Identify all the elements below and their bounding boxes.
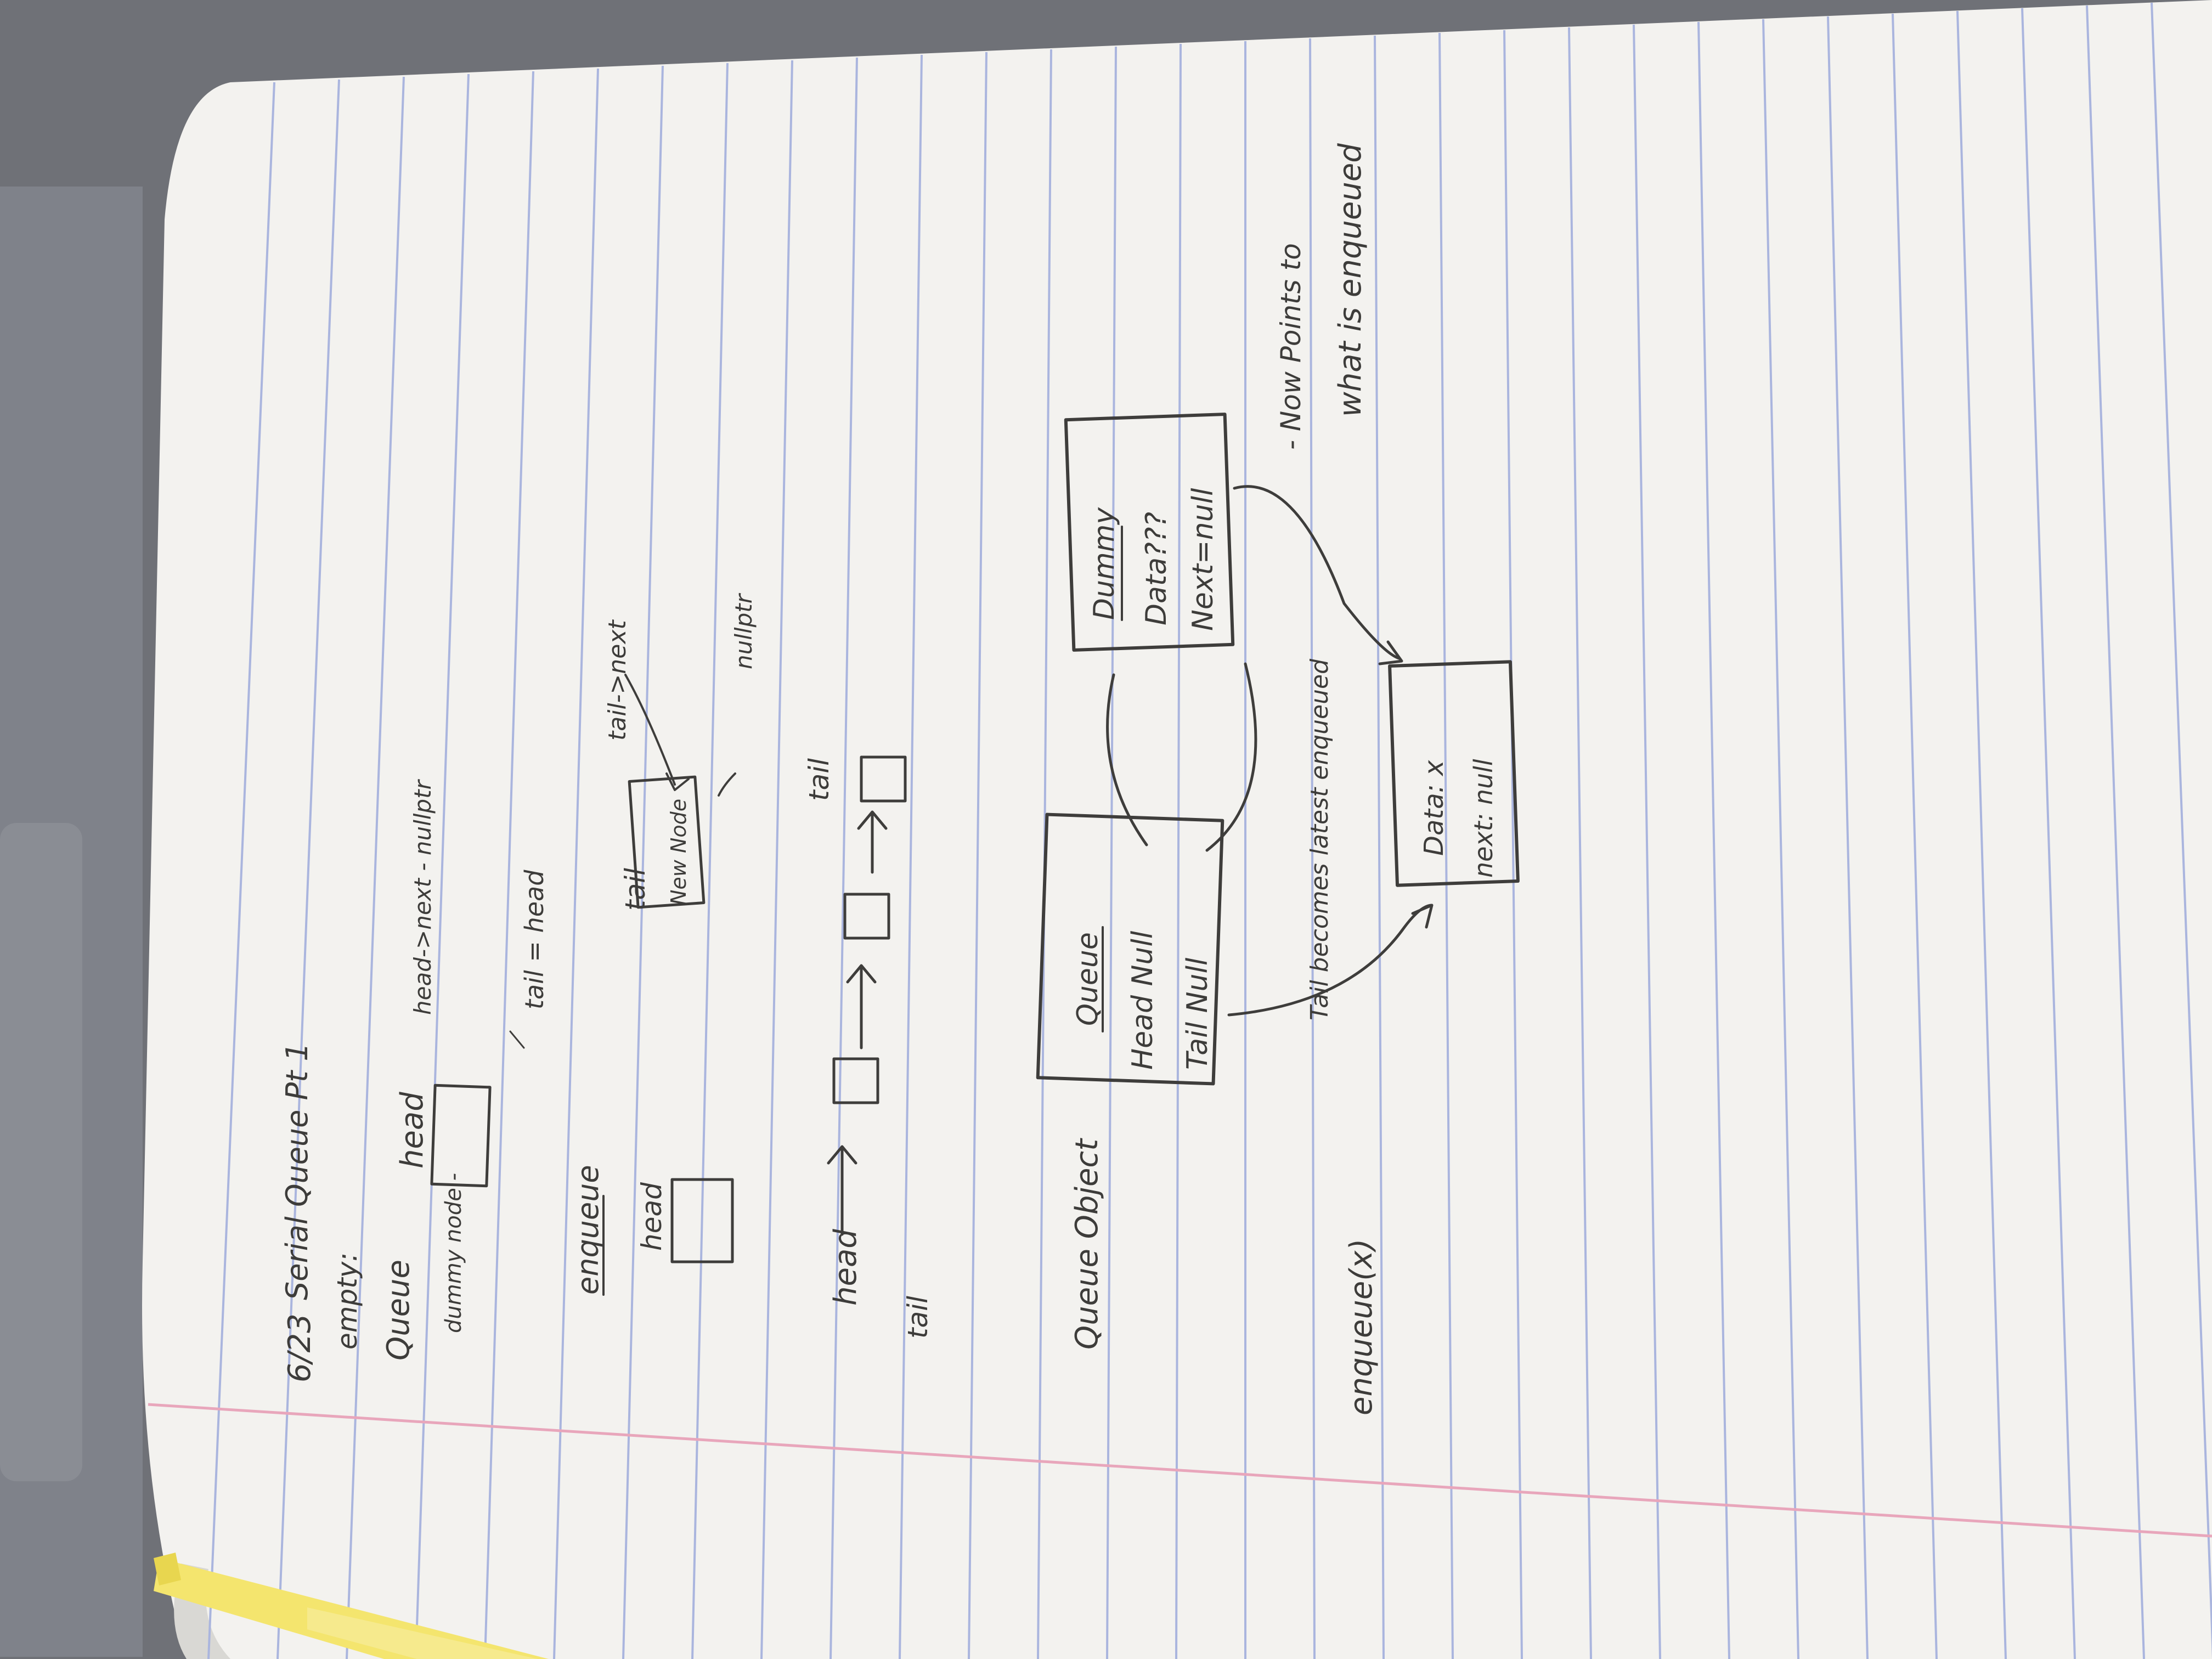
- rule-line: [1438, 32, 1454, 1659]
- rule-line: [622, 65, 664, 1659]
- rule-line: [207, 82, 275, 1659]
- yellow-pen: [154, 1553, 549, 1659]
- queue-box: [1036, 812, 1224, 1086]
- dummy-box-next: Next=null: [1187, 488, 1220, 631]
- rule-line: [484, 71, 534, 1659]
- rule-line: [1697, 21, 1730, 1659]
- enqueue-node-data: Data: x: [1419, 760, 1449, 856]
- rule-line: [553, 68, 599, 1659]
- dummy-box: [1064, 413, 1235, 652]
- queue-tail-to-dummy: [1205, 662, 1257, 852]
- chain-node-1: [832, 1057, 879, 1104]
- head-label: head: [394, 1092, 430, 1169]
- rule-line: [2021, 8, 2076, 1659]
- rule-line: [1633, 24, 1661, 1659]
- head-next-label: head->next - nullptr: [409, 778, 436, 1015]
- dummy-box-data: Data???: [1140, 512, 1173, 625]
- queue-head-to-dummy: [1106, 673, 1148, 847]
- chain-node-3: [860, 755, 907, 803]
- rule-line: [346, 76, 405, 1659]
- new-node-label: New Node: [667, 799, 691, 905]
- queue-box-title: Queue: [1071, 932, 1104, 1026]
- nullptr-label: nullptr: [730, 592, 757, 669]
- tail-next-label: tail->next: [603, 619, 631, 741]
- chain-arrow-2: [846, 964, 877, 1049]
- rule-line: [760, 60, 793, 1659]
- rule-line: [1175, 43, 1182, 1659]
- enqueue-label: enqueue: [571, 1165, 605, 1295]
- chain-arrow-1: [827, 1145, 857, 1236]
- tail-eq-head: tail = head: [520, 870, 549, 1009]
- dummy-node-box: [430, 1084, 492, 1188]
- empty-label: empty:: [331, 1252, 363, 1350]
- rule-line: [1762, 19, 1799, 1659]
- queue-box-head: Head Null: [1126, 930, 1159, 1070]
- dummy-box-title: Dummy: [1088, 507, 1121, 620]
- rule-line: [1892, 13, 1938, 1659]
- enqueue-x-label: enqueue(x): [1344, 1239, 1379, 1415]
- rule-line: [1309, 38, 1316, 1659]
- queue-label: Queue: [381, 1260, 416, 1361]
- tail-becomes-note: Tail becomes latest enqueued: [1306, 658, 1334, 1020]
- rule-line: [276, 79, 340, 1659]
- margin-line: [148, 1403, 2212, 1538]
- what-enqueued-note: what is enqueued: [1333, 143, 1368, 417]
- dummy-node-label: dummy node -: [441, 1173, 466, 1333]
- rule-line: [691, 63, 729, 1659]
- rule-line: [1956, 10, 2007, 1659]
- enqueue-head-label: head: [636, 1182, 668, 1251]
- trackpad: [0, 823, 82, 1481]
- rule-line: [830, 57, 858, 1659]
- tail-to-new-node-arrow: [1227, 904, 1434, 1017]
- rule-line: [899, 54, 923, 1659]
- rule-line: [1106, 46, 1117, 1659]
- enqueue-node-next: next: null: [1469, 759, 1498, 878]
- rule-line: [968, 52, 988, 1659]
- page-date: 6/23: [282, 1313, 318, 1383]
- page-title: Serial Queue Pt 1: [280, 1042, 314, 1300]
- queue-box-tail: Tail Null: [1181, 957, 1214, 1070]
- rule-line: [2151, 2, 2212, 1659]
- rule-line: [1827, 16, 1869, 1659]
- queue-object-label: Queue Object: [1069, 1138, 1105, 1350]
- rule-lines: [207, 2, 2212, 1659]
- notebook-page: [142, 0, 2212, 1659]
- rule-line: [1568, 27, 1592, 1659]
- rule-line: [1503, 30, 1523, 1659]
- handwriting: 6/23 Serial Queue Pt 1 empty: Queue dumm…: [280, 143, 1520, 1415]
- chain-tail-label: tail: [902, 1296, 934, 1339]
- chain-tail-label-right: tail: [803, 758, 835, 801]
- rule-line: [415, 74, 470, 1659]
- rule-line: [2086, 5, 2145, 1659]
- dummy-next-to-node-arrow: [1233, 485, 1403, 665]
- chain-arrow-3: [857, 810, 888, 874]
- now-points-note: - Now Points to: [1275, 243, 1307, 450]
- chain-node-2: [843, 893, 890, 940]
- rule-line: [1374, 35, 1385, 1659]
- new-node-box: [628, 775, 706, 909]
- enqueue-node-box: [1388, 660, 1520, 887]
- enqueue-head-box: [670, 1178, 734, 1263]
- chain-head-label: head: [828, 1229, 864, 1306]
